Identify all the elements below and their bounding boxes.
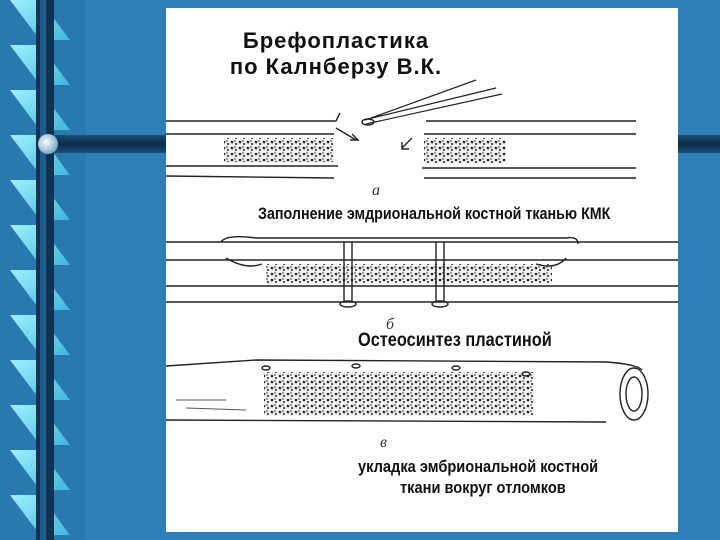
figure-c-letter: в: [380, 434, 387, 452]
figure-c-caption-line2: ткани вокруг отломков: [400, 478, 624, 498]
figure-c-drawing: [166, 360, 648, 422]
left-ribbon-decoration: [0, 0, 85, 540]
figure-a-drawing: [166, 80, 636, 178]
slide-title-line2: по Калнберзу В.К.: [0, 54, 676, 80]
figure-a-caption: Заполнение эмдриональной костной тканью …: [258, 204, 611, 224]
slide-title-line1: Брефопластика: [0, 28, 676, 54]
figure-b-drawing: [166, 237, 678, 307]
bone-grafting-drawing: [166, 8, 678, 532]
figure-c-caption-line1: укладка эмбриональной костной: [358, 457, 633, 477]
figure-a-letter: а: [372, 182, 380, 200]
figure-b-caption: Остеосинтез пластиной: [358, 330, 616, 352]
